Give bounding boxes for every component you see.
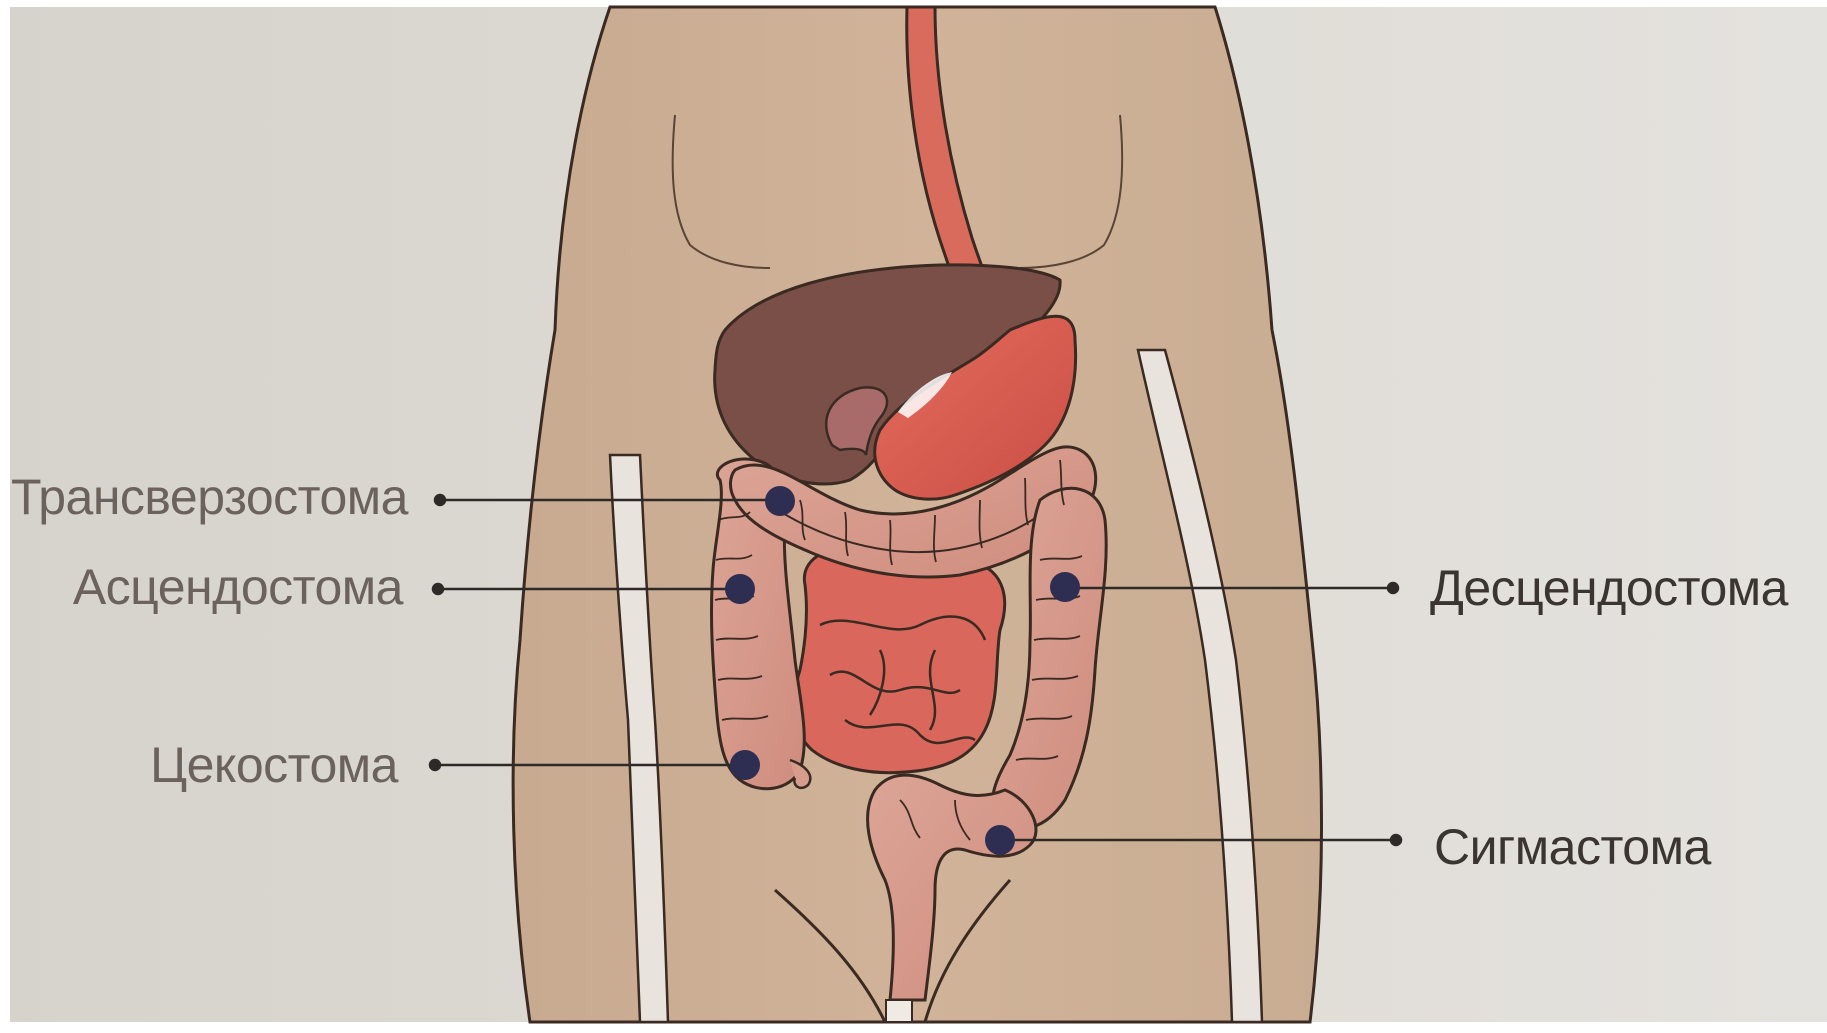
- stoma-marker-descending: [1050, 572, 1080, 602]
- label-transverse-stoma: Трансверзостома: [8, 472, 408, 522]
- stoma-marker-ascending: [725, 574, 755, 604]
- label-cecum-stoma: Цекостома: [8, 740, 398, 790]
- label-ascending-stoma: Асцендостома: [8, 562, 403, 612]
- rectum-outlet: [886, 1000, 912, 1022]
- label-sigmoid-stoma: Сигмастома: [1434, 822, 1711, 872]
- leader-end-sigmoid: [1391, 835, 1401, 845]
- label-descending-stoma: Десцендостома: [1430, 563, 1788, 613]
- leader-end-cecum: [430, 760, 440, 770]
- stoma-marker-sigmoid: [985, 825, 1015, 855]
- leader-end-transverse: [435, 495, 445, 505]
- stoma-marker-cecum: [730, 750, 760, 780]
- leader-end-ascending: [433, 584, 443, 594]
- leader-end-descending: [1388, 583, 1398, 593]
- stoma-marker-transverse: [765, 486, 795, 516]
